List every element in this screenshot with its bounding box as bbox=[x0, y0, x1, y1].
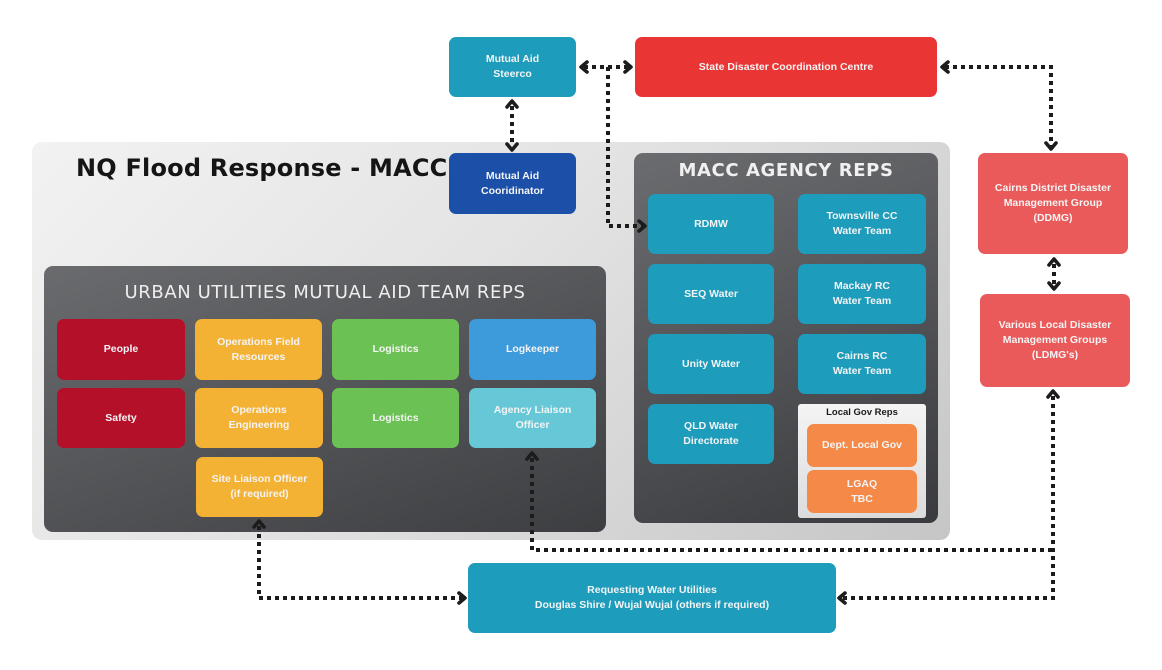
role-logistics-1[interactable]: Logistics bbox=[332, 319, 459, 380]
node-label: Various Local Disaster Management Groups… bbox=[998, 319, 1112, 361]
mutual-aid-coordinator-node[interactable]: Mutual Aid Cooridinator bbox=[449, 153, 576, 214]
various-ldmg-node[interactable]: Various Local Disaster Management Groups… bbox=[980, 294, 1130, 387]
urban-utilities-title: URBAN UTILITIES MUTUAL AID TEAM REPS bbox=[124, 282, 526, 303]
local-gov-dept-local-gov[interactable]: Dept. Local Gov bbox=[807, 424, 917, 467]
role-site-liaison-officer[interactable]: Site Liaison Officer (if required) bbox=[196, 457, 323, 517]
role-logkeeper[interactable]: Logkeeper bbox=[469, 319, 596, 380]
connector-ddmg-ldmg bbox=[1047, 257, 1061, 291]
agency-label: Townsville CC Water Team bbox=[826, 210, 898, 237]
arrow-left-icon bbox=[579, 60, 589, 74]
role-safety[interactable]: Safety bbox=[57, 388, 185, 448]
connector-steerco-sdcc bbox=[579, 60, 633, 74]
arrow-up-icon bbox=[1046, 389, 1060, 399]
arrow-down-icon bbox=[1044, 141, 1058, 151]
role-label: Logkeeper bbox=[505, 343, 560, 356]
local-gov-lgaq[interactable]: LGAQ TBC bbox=[807, 470, 917, 513]
state-disaster-coordination-centre-node[interactable]: State Disaster Coordination Centre bbox=[635, 37, 937, 97]
agency-reps-title: MACC AGENCY REPS bbox=[678, 160, 894, 181]
agency-rdmw[interactable]: RDMW bbox=[648, 194, 774, 254]
node-label: State Disaster Coordination Centre bbox=[698, 60, 874, 73]
role-label: Operations Field Resources bbox=[217, 335, 300, 363]
local-gov-label: LGAQ TBC bbox=[846, 477, 878, 505]
role-operations-engineering[interactable]: Operations Engineering bbox=[195, 388, 323, 448]
agency-label: Unity Water bbox=[682, 357, 740, 370]
arrow-up-icon bbox=[505, 99, 519, 109]
role-label: Agency Liaison Officer bbox=[493, 404, 572, 431]
mutual-aid-steerco-node[interactable]: Mutual Aid Steerco bbox=[449, 37, 576, 97]
agency-qld-water-directorate[interactable]: QLD Water Directorate bbox=[648, 404, 774, 464]
connector-sdcc-ddmg bbox=[940, 60, 1058, 151]
agency-mackay-rc[interactable]: Mackay RC Water Team bbox=[798, 264, 926, 324]
node-label: Mutual Aid Cooridinator bbox=[481, 169, 544, 197]
agency-townsville-cc[interactable]: Townsville CC Water Team bbox=[798, 194, 926, 254]
role-operations-field-resources[interactable]: Operations Field Resources bbox=[195, 319, 322, 380]
agency-label: QLD Water Directorate bbox=[683, 420, 739, 447]
agency-cairns-rc[interactable]: Cairns RC Water Team bbox=[798, 334, 926, 394]
agency-label: Cairns RC Water Team bbox=[832, 350, 892, 377]
arrow-left-icon bbox=[837, 591, 847, 605]
cairns-ddmg-node[interactable]: Cairns District Disaster Management Grou… bbox=[978, 153, 1128, 254]
requesting-water-utilities-node[interactable]: Requesting Water Utilities Douglas Shire… bbox=[468, 563, 836, 633]
role-logistics-2[interactable]: Logistics bbox=[332, 388, 459, 448]
role-label: Logistics bbox=[372, 343, 419, 356]
agency-unity-water[interactable]: Unity Water bbox=[648, 334, 774, 394]
node-label: Cairns District Disaster Management Grou… bbox=[994, 182, 1112, 224]
role-label: Operations Engineering bbox=[228, 404, 290, 431]
node-label: Requesting Water Utilities Douglas Shire… bbox=[534, 584, 770, 611]
role-label: Site Liaison Officer (if required) bbox=[211, 473, 308, 500]
role-label: Safety bbox=[105, 411, 137, 424]
arrow-left-icon bbox=[940, 60, 950, 74]
role-label: People bbox=[103, 343, 139, 356]
agency-seq-water[interactable]: SEQ Water bbox=[648, 264, 774, 324]
role-label: Logistics bbox=[372, 411, 419, 424]
agency-label: SEQ Water bbox=[684, 287, 738, 300]
local-gov-label: Dept. Local Gov bbox=[822, 439, 902, 452]
local-gov-reps-title: Local Gov Reps bbox=[826, 407, 898, 418]
role-agency-liaison-officer[interactable]: Agency Liaison Officer bbox=[469, 388, 596, 448]
agency-label: RDMW bbox=[694, 217, 728, 230]
arrow-right-icon bbox=[623, 60, 633, 74]
agency-label: Mackay RC Water Team bbox=[832, 280, 892, 307]
macc-title: NQ Flood Response - MACC bbox=[76, 154, 448, 182]
arrow-up-icon bbox=[1047, 257, 1061, 267]
node-label: Mutual Aid Steerco bbox=[485, 53, 540, 80]
arrow-right-icon bbox=[457, 591, 467, 605]
role-people[interactable]: People bbox=[57, 319, 185, 380]
arrow-down-icon bbox=[1047, 281, 1061, 291]
